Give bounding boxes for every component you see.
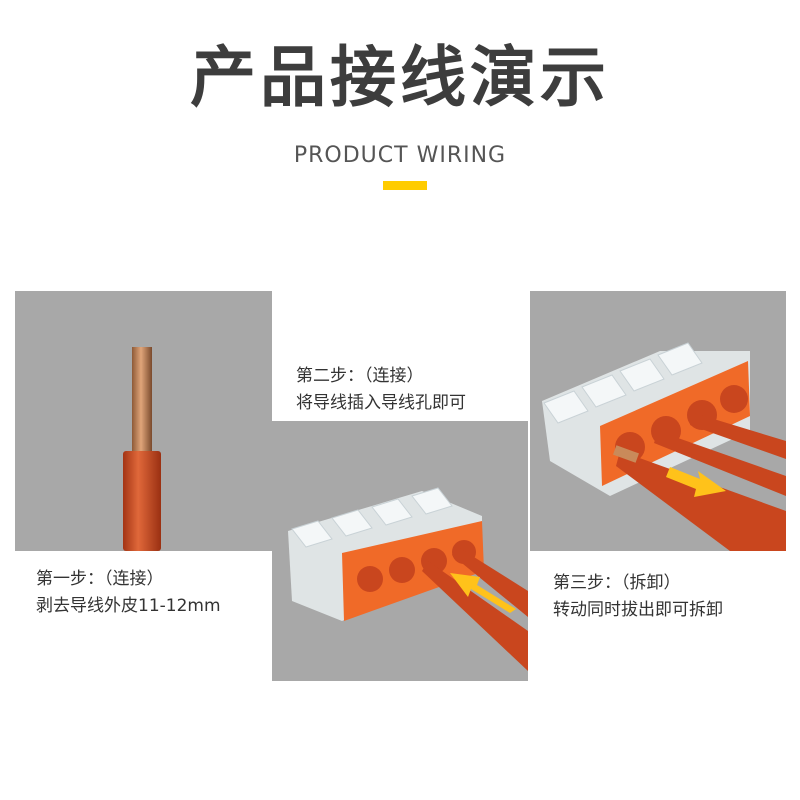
stripped-wire-icon [15,291,272,551]
step3-caption: 第三步：（拆卸） 转动同时拔出即可拆卸 [553,570,723,624]
step1-caption: 第一步：（连接） 剥去导线外皮11-12mm [36,566,221,620]
page-subtitle: PRODUCT WIRING [293,143,507,168]
step2-caption: 第二步：（连接） 将导线插入导线孔即可 [296,363,466,417]
step1-image [15,291,272,551]
step2-text: 将导线插入导线孔即可 [296,393,466,413]
insert-wire-icon [272,421,528,681]
step3-heading: 第三步：（拆卸） [553,573,681,593]
page-title: 产品接线演示 [190,39,610,116]
step3-image [530,291,786,551]
accent-bar [383,181,427,190]
step3-text: 转动同时拔出即可拆卸 [553,600,723,620]
step1-heading: 第一步：（连接） [36,569,164,589]
remove-wire-icon [530,291,786,551]
step1-text: 剥去导线外皮11-12mm [36,596,221,616]
step2-image [272,421,528,681]
step2-heading: 第二步：（连接） [296,366,424,386]
